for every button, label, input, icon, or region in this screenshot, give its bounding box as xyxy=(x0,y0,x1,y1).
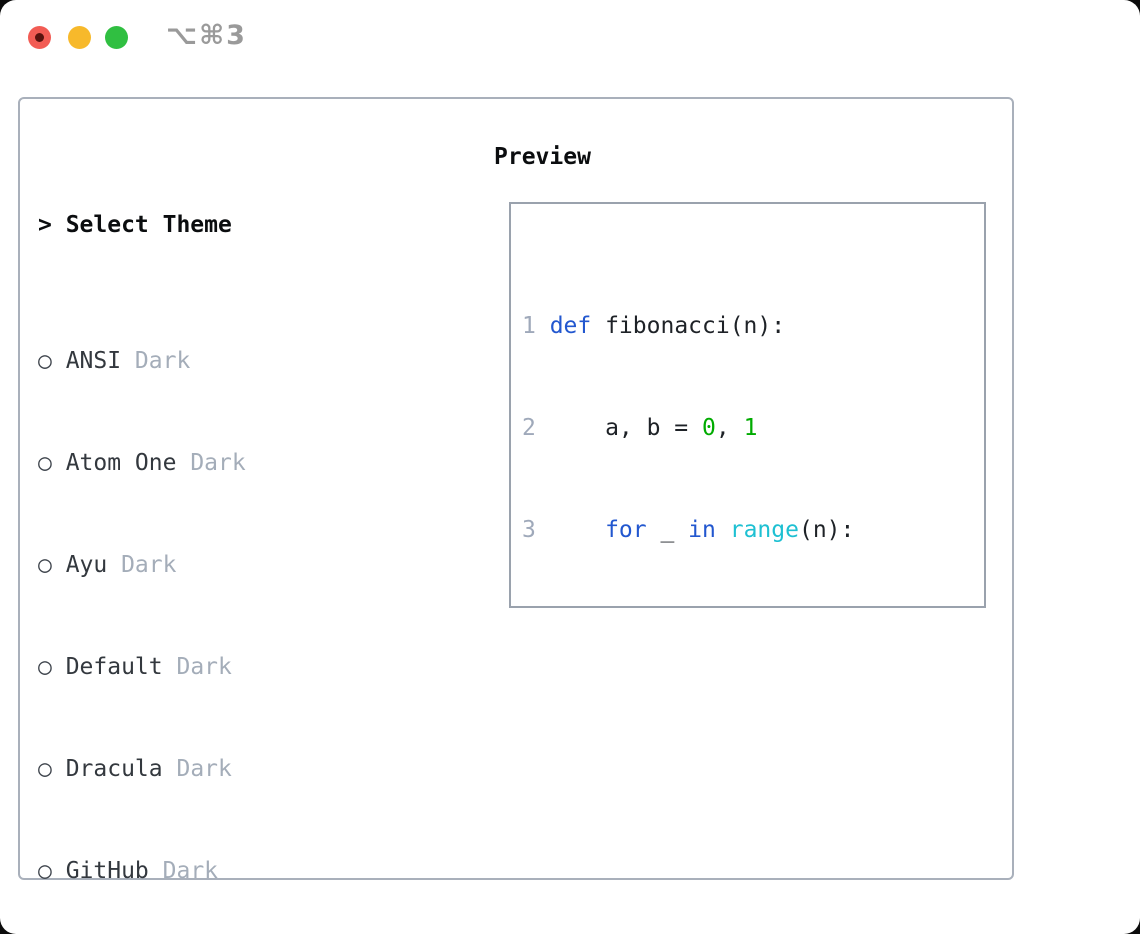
theme-item-ansi-dark[interactable]: ○ ANSI Dark xyxy=(38,344,426,378)
theme-name: Dracula xyxy=(65,756,163,782)
radio-icon: ○ xyxy=(38,450,52,476)
radio-icon: ○ xyxy=(38,552,52,578)
preview-title: Preview xyxy=(494,144,591,170)
radio-icon: ○ xyxy=(38,348,52,374)
radio-icon: ○ xyxy=(38,756,52,782)
radio-icon: ○ xyxy=(38,858,52,884)
code-line-2: 2 a, b = 0, 1 xyxy=(522,411,984,445)
window-shortcut-label: ⌥⌘3 xyxy=(166,20,247,51)
zoom-button[interactable] xyxy=(105,26,128,49)
theme-tag: Dark xyxy=(176,654,232,680)
theme-name: Atom One xyxy=(65,450,177,476)
code-line-3: 3 for _ in range(n): xyxy=(522,513,984,547)
close-button[interactable] xyxy=(28,26,51,49)
list-header: > Select Theme xyxy=(38,208,426,242)
minimize-button[interactable] xyxy=(68,26,91,49)
theme-tag: Dark xyxy=(190,450,246,476)
theme-item-atom-one-dark[interactable]: ○ Atom One Dark xyxy=(38,446,426,480)
theme-tag: Dark xyxy=(134,348,191,374)
prompt-icon: > xyxy=(38,212,52,238)
theme-item-default-dark[interactable]: ○ Default Dark xyxy=(38,650,426,684)
theme-item-github-dark[interactable]: ○ GitHub Dark xyxy=(38,854,426,888)
theme-name: GitHub xyxy=(65,858,149,884)
theme-name: ANSI xyxy=(65,348,122,374)
line-number: 3 xyxy=(522,517,536,543)
theme-tag: Dark xyxy=(176,756,232,782)
theme-name: Default xyxy=(65,654,163,680)
line-number: 2 xyxy=(522,415,536,441)
theme-item-ayu-dark[interactable]: ○ Ayu Dark xyxy=(38,548,426,582)
radio-icon: ○ xyxy=(38,654,52,680)
theme-name: Ayu xyxy=(65,552,108,578)
theme-tag: Dark xyxy=(121,552,177,578)
line-number: 1 xyxy=(522,313,536,339)
theme-tag: Dark xyxy=(162,858,219,884)
list-title: Select Theme xyxy=(65,212,232,238)
theme-item-dracula-dark[interactable]: ○ Dracula Dark xyxy=(38,752,426,786)
